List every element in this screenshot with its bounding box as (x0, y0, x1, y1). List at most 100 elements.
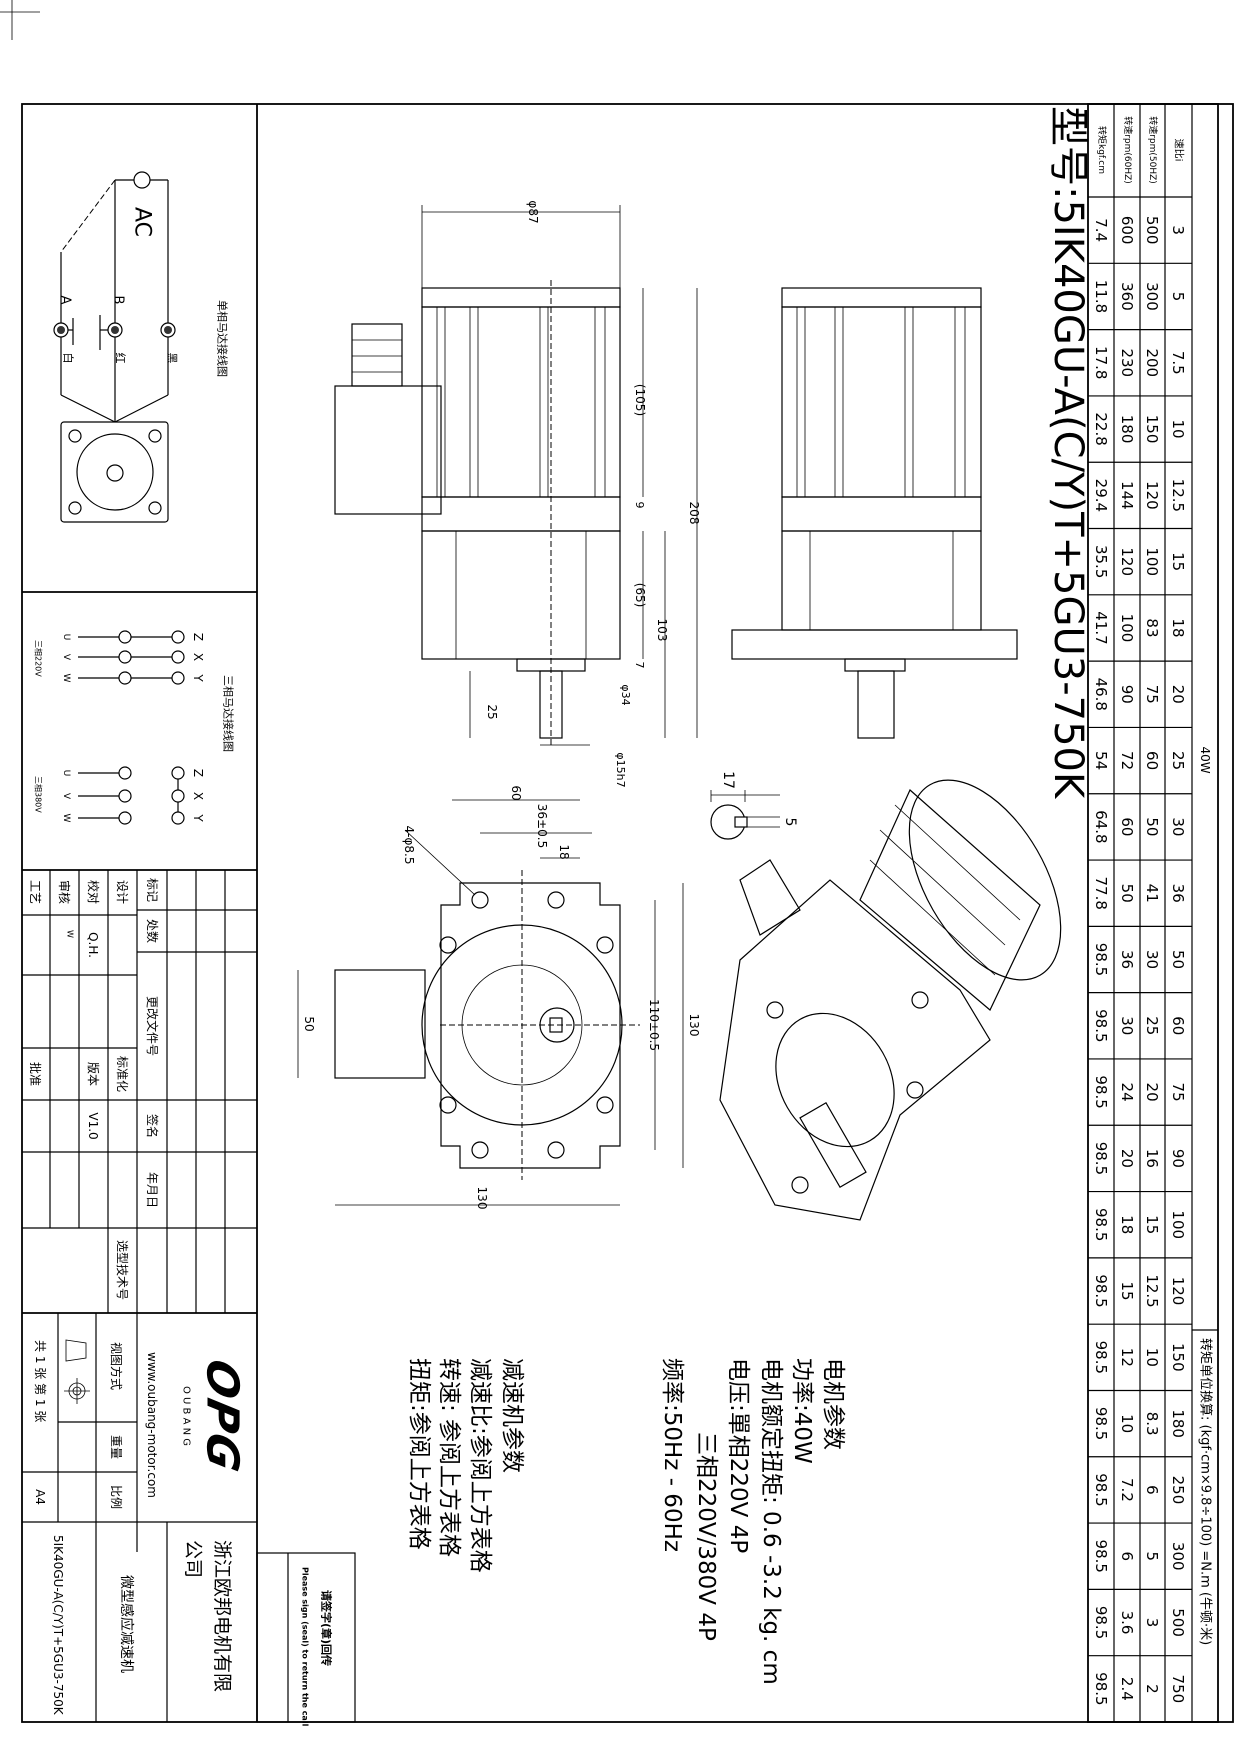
label-sign: 签名 (145, 1114, 160, 1138)
table-cell-rpm50: 300 (1143, 282, 1161, 311)
table-cell-ratio: 60 (1169, 1016, 1187, 1035)
table-cell-torque: 98.5 (1092, 1208, 1110, 1241)
dim-holes: 4-φ8.5 (402, 826, 416, 865)
table-cell-torque: 64.8 (1092, 810, 1110, 843)
table-cell-torque: 98.5 (1092, 1009, 1110, 1042)
label-w: W (61, 674, 71, 683)
spec-table: 40W 转矩单位换算: (kgf·cm×9.8÷100) =N.m (牛顿·米)… (1087, 103, 1219, 1723)
dim-key-width: 17 (720, 771, 736, 789)
table-cell-ratio: 15 (1169, 552, 1187, 571)
table-cell-ratio: 10 (1169, 420, 1187, 439)
label-white: 白 (62, 353, 76, 364)
table-cell-ratio: 5 (1169, 292, 1187, 302)
table-cell-rpm50: 2 (1143, 1684, 1161, 1694)
dim-flange-width: 130 (475, 1187, 489, 1210)
table-cell-rpm50: 50 (1143, 817, 1161, 836)
table-cell-ratio: 180 (1169, 1409, 1187, 1438)
table-cell-rpm50: 8.3 (1143, 1412, 1161, 1436)
table-cell-torque: 98.5 (1092, 1407, 1110, 1440)
table-cell-torque: 54 (1092, 751, 1110, 770)
table-cell-rpm50: 20 (1143, 1083, 1161, 1102)
label-weight: 重量 (109, 1435, 123, 1459)
table-cell-rpm50: 10 (1143, 1348, 1161, 1367)
label-b: B (111, 296, 126, 305)
side-view-with-feet (731, 287, 1018, 739)
table-cell-ratio: 18 (1169, 618, 1187, 637)
sign-return-box: 请签字(章)回传 Please sign (seal) to return th… (256, 1552, 356, 1727)
ac-source-icon (133, 171, 151, 189)
table-cell-torque: 46.8 (1092, 678, 1110, 711)
table-cell-rpm50: 83 (1143, 618, 1161, 637)
dim-box-width: 50 (302, 1016, 316, 1031)
company-name-line2: 公司 (182, 1540, 204, 1578)
label-count: 处数 (145, 919, 160, 943)
label-scale: 比例 (109, 1485, 123, 1509)
table-cell-torque: 98.5 (1092, 1075, 1110, 1108)
shaft-key-detail: 17 5 (710, 771, 798, 840)
table-cell-torque: 22.8 (1092, 412, 1110, 445)
table-cell-torque: 7.4 (1092, 218, 1110, 242)
label-w: W (61, 814, 71, 823)
table-cell-rpm60: 7.2 (1118, 1478, 1136, 1502)
table-cell-ratio: 120 (1169, 1277, 1187, 1306)
drawing-model-number: 5IK40GU-A(C/Y)T+5GU3-750K (51, 1535, 65, 1716)
table-cell-rpm60: 180 (1118, 415, 1136, 444)
table-cell-torque: 98.5 (1092, 1274, 1110, 1307)
table-cell-rpm60: 360 (1118, 282, 1136, 311)
table-cell-rpm50: 120 (1143, 481, 1161, 510)
table-cell-ratio: 50 (1169, 950, 1187, 969)
table-cell-torque: 98.5 (1092, 1473, 1110, 1506)
label-standard: 标准化 (115, 1056, 129, 1092)
dim-body-dia: φ87 (526, 200, 540, 223)
label-change-doc: 更改文件号 (145, 996, 160, 1056)
dim-key-depth: 5 (782, 818, 798, 827)
single-phase-wiring-diagram: 单相马达接线图 AC A B 白 红 黑 (53, 171, 230, 523)
table-cell-rpm60: 50 (1118, 884, 1136, 903)
terminal-red (107, 322, 123, 338)
table-cell-torque: 98.5 (1092, 943, 1110, 976)
isometric-view (719, 779, 1062, 1221)
table-cell-ratio: 250 (1169, 1476, 1187, 1505)
dim-shaft-dia: φ15h7 (614, 752, 627, 787)
table-cell-ratio: 3 (1169, 225, 1187, 235)
motor-params-heading: 电机参数 (820, 1358, 846, 1450)
table-cell-rpm60: 24 (1118, 1083, 1136, 1102)
table-cell-rpm60: 6 (1118, 1551, 1136, 1561)
table-cell-torque: 41.7 (1092, 611, 1110, 644)
dim-total-length: 208 (687, 502, 701, 525)
table-cell-torque: 11.8 (1092, 280, 1110, 313)
table-cell-torque: 29.4 (1092, 479, 1110, 512)
projection-symbol-icon (64, 1339, 90, 1404)
company-name-line1: 浙江欧邦电机有限 (211, 1540, 233, 1692)
label-process: 工艺 (28, 880, 42, 904)
label-z: Z (191, 633, 205, 641)
terminal-white (53, 322, 69, 338)
dim-boss-height: 7 (633, 662, 646, 669)
table-cell-ratio: 25 (1169, 751, 1187, 770)
table-cell-rpm50: 6 (1143, 1485, 1161, 1495)
table-cell-rpm60: 36 (1118, 950, 1136, 969)
header-torque: 转矩kgf.cm (1096, 126, 1108, 174)
table-cell-rpm50: 30 (1143, 950, 1161, 969)
table-cell-ratio: 12.5 (1169, 479, 1187, 512)
dim-hole-pitch: 36±0.5 (535, 804, 549, 848)
table-cell-torque: 98.5 (1092, 1540, 1110, 1573)
table-cell-rpm60: 15 (1118, 1281, 1136, 1300)
front-view-dimensions: 60 36±0.5 18 4-φ8.5 110±0.5 130 50 130 (297, 785, 701, 1210)
table-cell-rpm50: 100 (1143, 547, 1161, 576)
table-cell-rpm60: 12 (1118, 1348, 1136, 1367)
table-cell-rpm60: 144 (1118, 481, 1136, 510)
header-rpm50: 转速rpm(50HZ) (1147, 116, 1159, 184)
label-selection-no: 选型技术号 (115, 1240, 129, 1300)
header-rpm60: 转速rpm(60HZ) (1122, 116, 1134, 184)
label-v: V (61, 793, 71, 800)
table-cell-rpm60: 90 (1118, 685, 1136, 704)
model-title: 型号:5IK40GU-A(C/Y)T+5GU3-750K (1045, 106, 1091, 800)
company-website: www.oubang-motor.com (145, 1352, 159, 1498)
table-cell-ratio: 75 (1169, 1083, 1187, 1102)
dim-flange-height: 130 (687, 1014, 701, 1037)
table-cell-ratio: 30 (1169, 817, 1187, 836)
label-u: U (61, 770, 71, 777)
single-phase-title: 单相马达接线图 (216, 300, 230, 377)
table-cell-rpm50: 150 (1143, 415, 1161, 444)
